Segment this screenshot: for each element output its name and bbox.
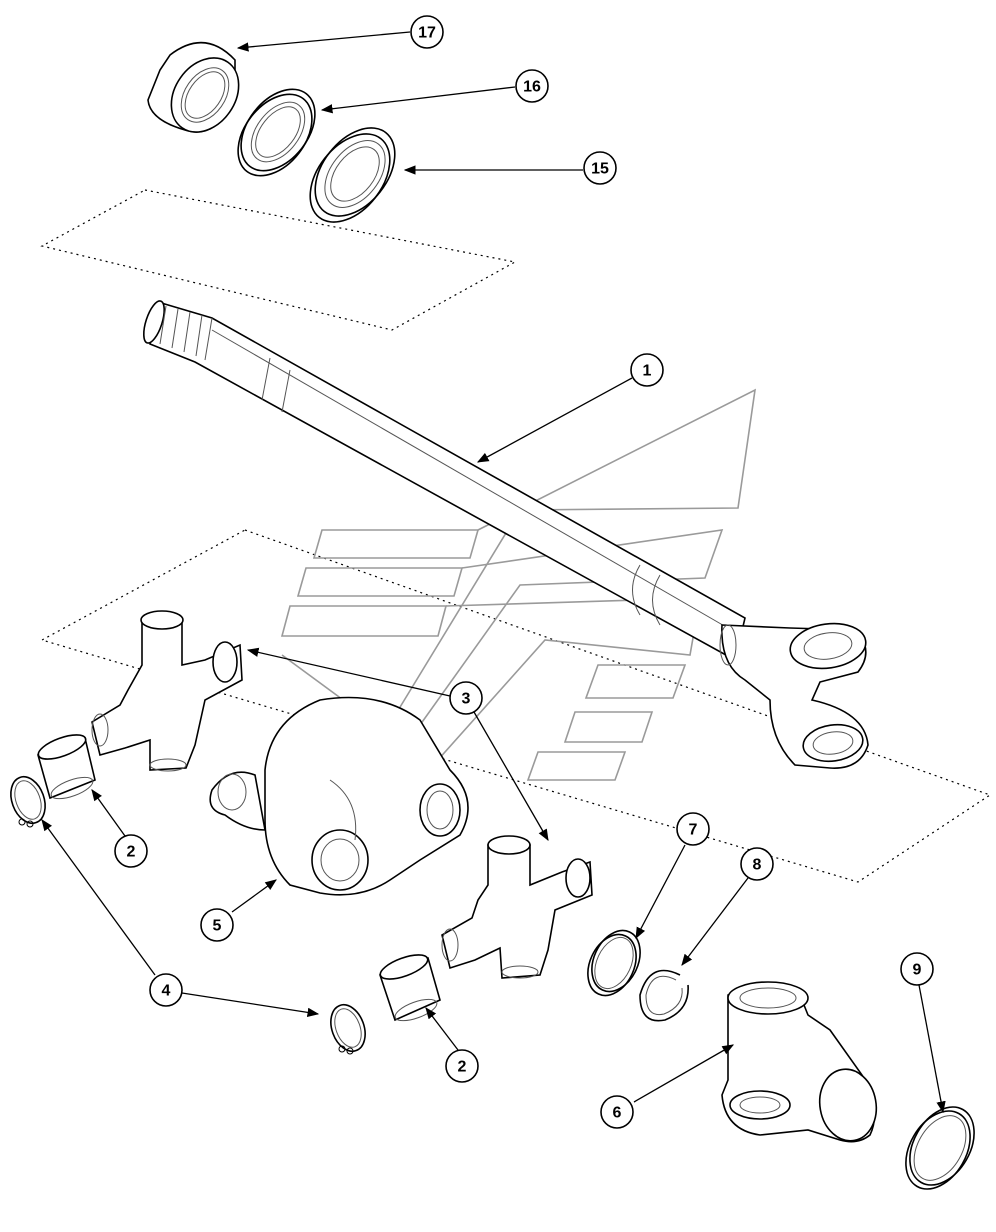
snap-ring-right (330, 1003, 366, 1055)
center-coupling-yoke (209, 696, 469, 896)
svg-text:1: 1 (643, 363, 652, 380)
bearing-cap-left (37, 734, 96, 800)
svg-text:2: 2 (127, 844, 136, 861)
svg-text:16: 16 (523, 79, 541, 96)
callout-8: 8 (740, 847, 774, 881)
callout-17: 17 (410, 15, 444, 49)
snap-ring-left (10, 775, 46, 828)
callout-9: 9 (900, 952, 934, 986)
callout-4: 4 (149, 973, 183, 1007)
svg-text:6: 6 (613, 1105, 622, 1122)
leader-lines (41, 31, 946, 1114)
svg-text:3: 3 (462, 691, 471, 708)
watermark-logo (280, 388, 757, 781)
bearing-cone (237, 88, 316, 177)
callout-16: 16 (515, 69, 549, 103)
callout-2-right: 2 (445, 1049, 479, 1083)
callout-7: 7 (676, 812, 710, 846)
callout-1: 1 (630, 353, 664, 387)
callout-5: 5 (200, 908, 234, 942)
callout-2-left: 2 (114, 834, 148, 868)
ujoint-group-outline (40, 529, 992, 883)
slip-yoke (721, 981, 878, 1143)
bearing-cup (147, 41, 240, 133)
snap-ring-open (639, 969, 689, 1022)
ujoint-cross-lower (441, 835, 593, 979)
axle-seal (309, 127, 396, 223)
svg-text:9: 9 (913, 962, 922, 979)
shaft-yoke (719, 622, 869, 769)
svg-text:5: 5 (213, 918, 222, 935)
svg-text:2: 2 (458, 1059, 467, 1076)
ujoint-cross-upper (91, 610, 243, 772)
svg-text:8: 8 (753, 857, 762, 874)
callout-3: 3 (449, 681, 483, 715)
bearing-cap-right (378, 954, 441, 1022)
bearing-group-outline (40, 189, 517, 331)
svg-text:4: 4 (162, 983, 171, 1000)
callout-6: 6 (600, 1095, 634, 1129)
thrust-ring (587, 929, 641, 997)
svg-text:17: 17 (418, 25, 436, 42)
yoke-seal (905, 1106, 975, 1190)
svg-text:7: 7 (689, 822, 698, 839)
callout-15: 15 (583, 151, 617, 185)
svg-text:15: 15 (591, 161, 609, 178)
